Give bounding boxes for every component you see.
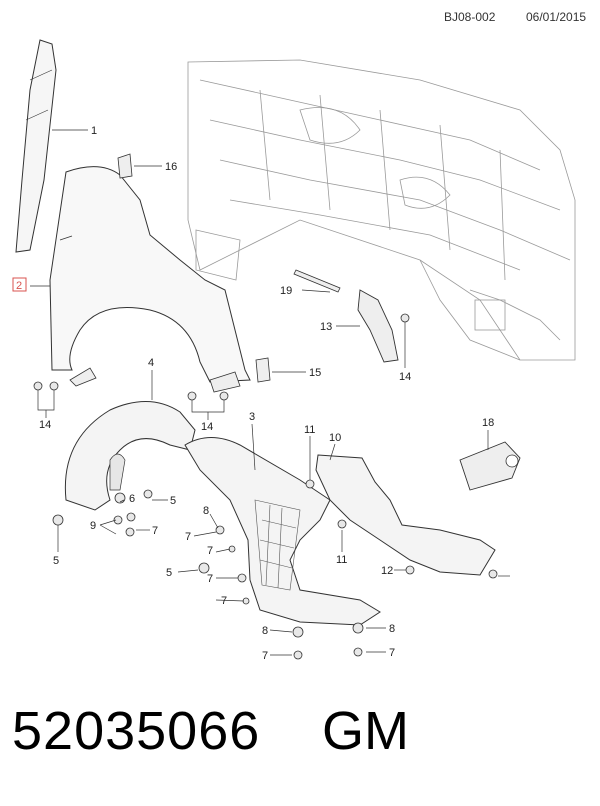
callout-2: 2 [16,280,22,292]
callout-18: 18 [482,417,494,429]
callout-14c: 14 [399,371,411,383]
callout-11b: 11 [336,554,347,566]
part-15-bracket [255,357,271,383]
part-13-bracket [357,289,399,363]
callout-5a: 5 [170,495,176,507]
part-18-bracket [459,441,521,491]
callout-8b: 8 [262,625,268,637]
part-3-liner [184,437,381,626]
callout-15: 15 [309,367,321,379]
callout-14b: 14 [201,421,213,433]
callout-11a: 11 [304,424,315,436]
part-10-panel [315,454,496,576]
callout-9: 9 [90,520,96,532]
callout-7d: 7 [207,573,213,585]
part-19-strip [293,269,341,293]
diagram-code: BJ08-002 [444,10,496,24]
manufacturer: GM [322,701,409,761]
callout-7c: 7 [207,545,213,557]
callout-7g: 7 [389,647,395,659]
callout-labels: 1 2 3 4 5 5 5 6 7 7 7 7 7 7 7 8 8 8 9 10… [16,125,494,662]
part-16-bracket [117,153,133,179]
callout-7f: 7 [262,650,268,662]
body-frame [187,59,576,361]
diagram-date: 06/01/2015 [526,10,587,24]
part-2-fender [49,166,251,383]
callout-19: 19 [280,285,292,297]
callout-13: 13 [320,321,332,333]
fasteners [33,313,498,660]
callout-1: 1 [91,125,97,137]
callout-6: 6 [129,493,135,505]
callout-5b: 5 [53,555,59,567]
leader-lines [30,129,510,656]
callout-10: 10 [329,432,341,444]
callout-3: 3 [249,411,255,423]
callout-8c: 8 [389,623,395,635]
callout-16: 16 [165,161,177,173]
part-number: 52035066 [12,701,261,761]
callout-8a: 8 [203,505,209,517]
callout-14a: 14 [39,419,51,431]
parts-diagram: 1 2 3 4 5 5 5 6 7 7 7 7 7 7 7 8 8 8 9 10… [12,39,576,662]
callout-5c: 5 [166,567,172,579]
liner-grille [254,499,301,591]
callout-4: 4 [148,357,154,369]
callout-7a: 7 [152,525,158,537]
callout-7b: 7 [185,531,191,543]
part-1-pillar-trim [15,39,57,253]
callout-12: 12 [381,565,393,577]
callout-7e: 7 [221,595,227,607]
part-2-highlight-box [12,277,27,292]
